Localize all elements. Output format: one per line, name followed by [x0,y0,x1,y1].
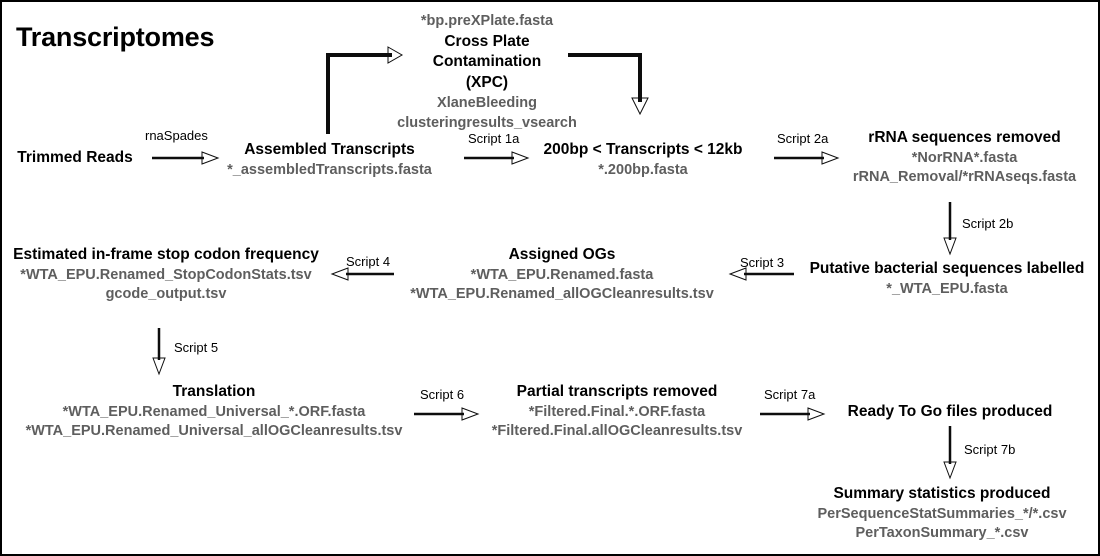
node-cross-plate-contamination: *bp.preXPlate.fasta Cross Plate Contamin… [367,12,607,133]
assembled-file1: *_assembledTranscripts.fasta [227,161,432,178]
rrna-file2: rRNA_Removal/*rRNAseqs.fasta [852,169,1077,186]
edge-label-script3: Script 3 [740,255,785,270]
partial-title: Partial transcripts removed [516,383,718,400]
edge-rrna-to-bacterial-arrow [943,202,957,256]
length-filter-file1: *.200bp.fasta [598,161,688,178]
edge-label-script1a: Script 1a [468,131,520,146]
summary-title: Summary statistics produced [833,485,1051,502]
translation-file2: *WTA_EPU.Renamed_Universal_allOGCleanres… [25,423,403,440]
node-assigned-ogs: Assigned OGs *WTA_EPU.Renamed.fasta *WTA… [397,245,727,305]
xpc-file-top: *bp.preXPlate.fasta [420,13,554,29]
node-ready-to-go: Ready To Go files produced [847,403,1053,420]
edge-label-script4: Script 4 [346,254,391,269]
rrna-title: rRNA sequences removed [868,129,1061,146]
xpc-title-line3: (XPC) [465,74,509,92]
bacterial-file1: *_WTA_EPU.fasta [886,280,1008,297]
edge-ready-to-summary-arrow [943,426,957,480]
node-putative-bacterial-labelled: Putative bacterial sequences labelled *_… [797,259,1097,299]
bacterial-title: Putative bacterial sequences labelled [809,260,1085,277]
edge-partial-to-ready-arrow [760,407,826,421]
assigned-ogs-file1: *WTA_EPU.Renamed.fasta [470,266,654,283]
partial-file2: *Filtered.Final.allOGCleanresults.tsv [491,423,743,440]
stop-codon-file1: *WTA_EPU.Renamed_StopCodonStats.tsv [20,266,312,283]
edge-bacterial-to-assigned-ogs-arrow [728,267,794,281]
edge-label-script5: Script 5 [174,340,219,355]
node-length-filtered-transcripts: 200bp < Transcripts < 12kb *.200bp.fasta [530,140,756,180]
assigned-ogs-title: Assigned OGs [508,246,616,263]
node-translation: Translation *WTA_EPU.Renamed_Universal_*… [4,382,424,442]
node-assembled-transcripts: Assembled Transcripts *_assembledTranscr… [207,140,452,180]
xpc-title-line2: Contamination [432,53,542,71]
edge-xpc-to-length-filter-arrow [568,53,649,116]
edge-translation-to-partial-arrow [414,407,480,421]
edge-label-rnaspades: rnaSpades [145,128,208,143]
stop-codon-title: Estimated in-frame stop codon frequency [13,246,319,263]
xpc-tool-xlanebleeding: XlaneBleeding [437,95,537,112]
translation-title: Translation [172,383,256,400]
edge-length-filter-to-rrna-arrow [774,151,840,165]
node-rrna-sequences-removed: rRNA sequences removed *NorRNA*.fasta rR… [832,128,1097,188]
assigned-ogs-file2: *WTA_EPU.Renamed_allOGCleanresults.tsv [410,286,714,303]
node-trimmed-reads: Trimmed Reads [17,149,133,166]
edge-label-script7b: Script 7b [964,442,1016,457]
edge-trimmed-to-assembled-arrow [152,151,220,165]
edge-label-script2b: Script 2b [962,216,1014,231]
edge-stop-codon-to-translation-arrow [152,328,166,376]
edge-label-script6: Script 6 [420,387,465,402]
xpc-tool-clusteringresults: clusteringresults_vsearch [397,114,577,131]
partial-file1: *Filtered.Final.*.ORF.fasta [528,403,706,420]
assembled-title: Assembled Transcripts [244,141,415,158]
edge-assembled-to-length-filter-arrow [464,151,530,165]
stop-codon-file2: gcode_output.tsv [105,286,227,303]
edge-assembled-to-xpc-arrow [326,46,404,134]
edge-label-script7a: Script 7a [764,387,816,402]
xpc-title-line1: Cross Plate [444,32,530,50]
translation-file1: *WTA_EPU.Renamed_Universal_*.ORF.fasta [62,403,366,420]
edge-assigned-ogs-to-stop-codon-arrow [330,267,394,281]
node-summary-statistics: Summary statistics produced PerSequenceS… [797,484,1087,544]
summary-file2: PerTaxonSummary_*.csv [855,525,1029,542]
rrna-file1: *NorRNA*.fasta [911,149,1018,166]
page-title: Transcriptomes [16,22,215,52]
summary-file1: PerSequenceStatSummaries_*/*.csv [817,505,1067,522]
node-partial-transcripts-removed: Partial transcripts removed *Filtered.Fi… [472,382,762,442]
node-stop-codon-frequency: Estimated in-frame stop codon frequency … [6,245,326,305]
edge-label-script2a: Script 2a [777,131,829,146]
length-filter-title: 200bp < Transcripts < 12kb [543,141,743,158]
